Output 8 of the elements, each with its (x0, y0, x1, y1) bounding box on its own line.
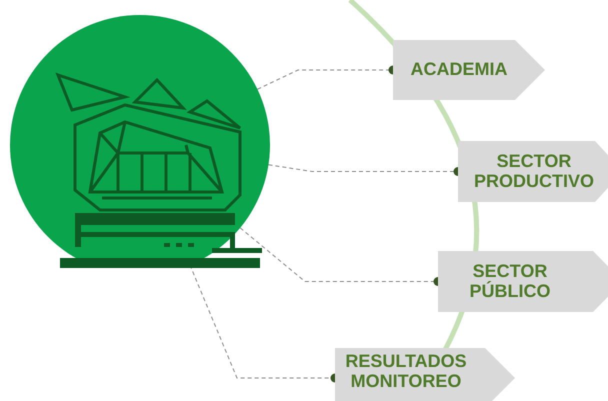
tag-label: SECTOR PRODUCTIVO (472, 152, 595, 192)
tag-box (393, 40, 545, 100)
tag-label: SECTOR PÚBLICO (468, 262, 552, 302)
tag-box (335, 348, 515, 401)
tag-box (438, 251, 608, 312)
tag-box (458, 141, 608, 202)
tag-label: RESULTADOS MONITOREO (344, 352, 468, 392)
tag-label: ACADEMIA (410, 60, 508, 80)
